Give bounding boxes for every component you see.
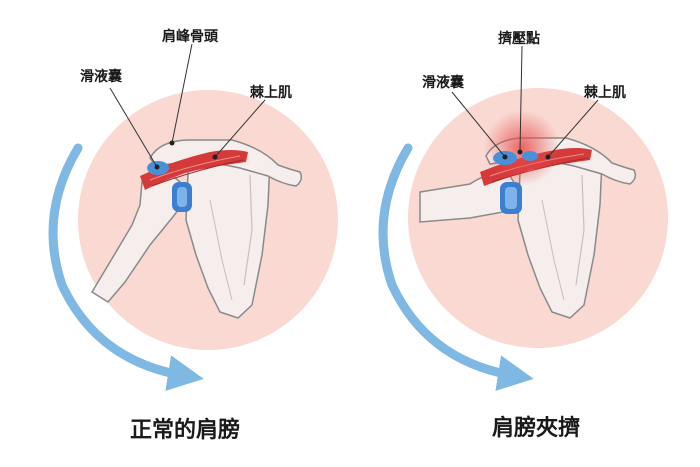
label-acromion: 肩峰骨頭 [162,26,218,46]
label-impingement-point: 擠壓點 [498,28,540,48]
caption-normal-shoulder: 正常的肩膀 [130,412,240,444]
label-supraspinatus: 棘上肌 [250,82,292,102]
caption-shoulder-impingement: 肩膀夾擠 [492,410,580,442]
label-bursa: 滑液囊 [422,72,464,92]
label-supraspinatus: 棘上肌 [584,82,626,102]
label-bursa: 滑液囊 [80,66,122,86]
impingement-glow [484,110,560,186]
normal-shoulder-illustration [53,44,338,376]
